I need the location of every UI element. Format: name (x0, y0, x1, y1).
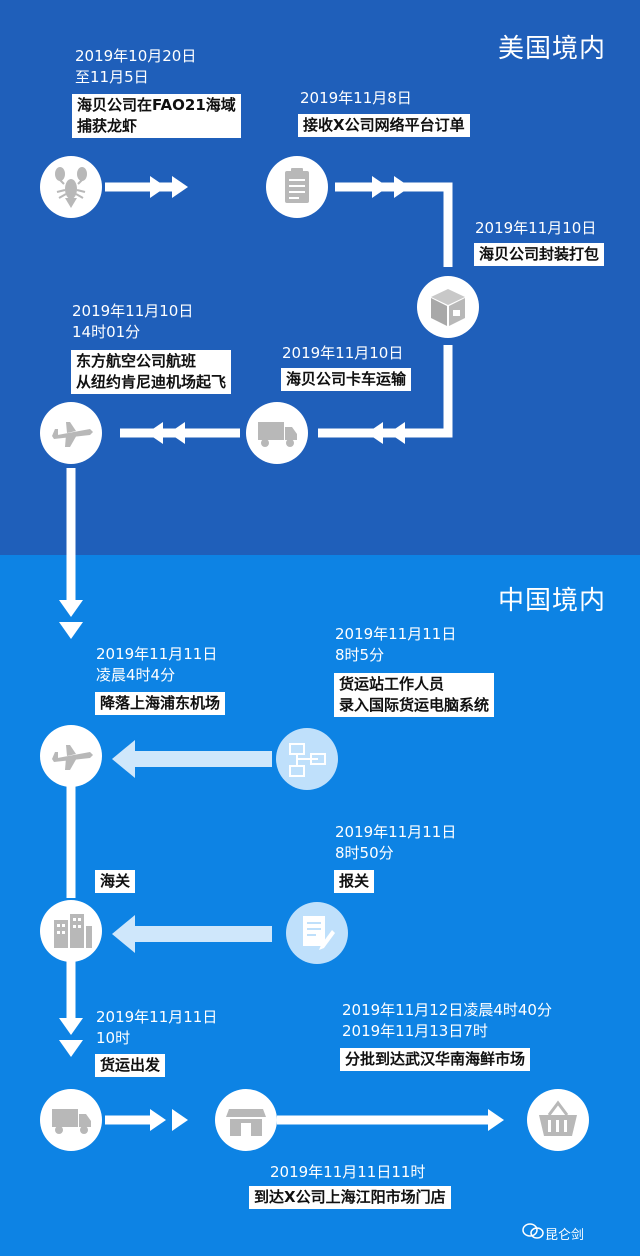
step-pack-label: 海贝公司封装打包 (474, 243, 605, 266)
arrowhead-14 (172, 1109, 188, 1131)
step-order-node (266, 156, 328, 218)
arrowhead-2 (172, 176, 188, 198)
wechat-icon (522, 1223, 544, 1239)
lobster-icon (55, 167, 87, 208)
step-land-date: 2019年11月11日凌晨4时4分 (96, 645, 218, 684)
us-section-title: 美国境内 (498, 34, 607, 64)
step-truck-us-node (246, 402, 308, 464)
airplane-icon (52, 422, 93, 447)
arrowhead-13 (150, 1109, 166, 1131)
step-catch-label: 海贝公司在FAO21海域捕获龙虾 (72, 94, 241, 138)
side-arrow-declare-shaft (132, 926, 272, 942)
step-market-node (527, 1089, 589, 1151)
step-customs-node (40, 900, 102, 962)
arrowhead-11 (59, 1018, 83, 1035)
arrowhead-10 (59, 622, 83, 639)
step-land-node (40, 725, 102, 787)
side-arrow-record-shaft (132, 751, 272, 767)
step-store-date: 2019年11月11日11时 (270, 1163, 426, 1181)
document-pen-icon (303, 916, 335, 950)
arrow-pack-truck (318, 345, 453, 438)
arrowhead-12 (59, 1040, 83, 1057)
us-section (0, 0, 640, 555)
step-land-label: 降落上海浦东机场 (95, 692, 226, 715)
arrowhead-6 (367, 422, 383, 444)
arrow-order-pack (335, 182, 453, 267)
step-depart-label: 货运出发 (95, 1054, 166, 1077)
arrowhead-3 (372, 176, 388, 198)
step-truck-us-label: 海贝公司卡车运输 (281, 368, 412, 391)
side-arrow-record-head (112, 740, 135, 778)
step-takeoff-label: 东方航空公司航班从纽约肯尼迪机场起飞 (71, 350, 232, 394)
clipboard-icon (285, 168, 309, 203)
step-truck-us-date: 2019年11月10日 (282, 344, 404, 362)
storefront-icon (226, 1109, 266, 1136)
step-record-node (276, 728, 338, 790)
network-icon (289, 743, 326, 777)
step-declare-node (286, 902, 348, 964)
building-icon (54, 914, 92, 948)
step-catch-node (40, 156, 102, 218)
step-pack-date: 2019年11月10日 (475, 219, 597, 237)
arrowhead-7 (169, 422, 185, 444)
arrowhead-1 (150, 176, 166, 198)
step-store-label: 到达X公司上海江阳市场门店 (249, 1186, 451, 1209)
step-takeoff-node (40, 402, 102, 464)
step-market-label: 分批到达武汉华南海鲜市场 (340, 1048, 531, 1071)
basket-icon (539, 1100, 577, 1136)
step-declare-label: 报关 (334, 870, 375, 893)
step-pack-node (417, 276, 479, 338)
arrowhead-5 (389, 422, 405, 444)
step-record-label: 货运站工作人员录入国际货运电脑系统 (334, 673, 495, 717)
step-order-label: 接收X公司网络平台订单 (298, 114, 470, 137)
step-customs-label: 海关 (95, 870, 136, 893)
step-order-date: 2019年11月8日 (300, 89, 412, 107)
arrowhead-4 (394, 176, 410, 198)
arrowhead-15 (488, 1109, 504, 1131)
brand-name: 昆仑剑 (545, 1228, 585, 1243)
truck-icon (258, 422, 297, 447)
box-icon (431, 289, 465, 326)
china-section-title: 中国境内 (498, 586, 607, 616)
arrowhead-9 (59, 600, 83, 617)
truck-icon (52, 1109, 91, 1134)
step-store-node (215, 1089, 277, 1151)
arrowhead-8 (147, 422, 163, 444)
step-catch-date: 2019年10月20日至11月5日 (75, 47, 197, 86)
airplane-icon (52, 745, 93, 770)
step-depart-node (40, 1089, 102, 1151)
side-arrow-declare-head (112, 915, 135, 953)
